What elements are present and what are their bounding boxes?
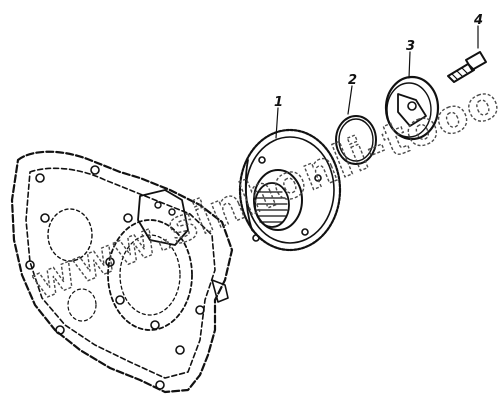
part-3-label: 3 — [406, 39, 415, 54]
part-2-o-ring — [335, 115, 377, 165]
leader-lines — [275, 25, 479, 139]
part-1-flange — [238, 128, 342, 252]
part-3-cover-plate — [384, 75, 440, 141]
spline-teeth — [256, 191, 288, 223]
part-4-label: 4 — [473, 13, 483, 28]
part-4-bolt — [447, 51, 487, 83]
housing-bolt-holes — [25, 165, 205, 390]
part-1-label: 1 — [274, 95, 283, 110]
transmission-housing — [10, 150, 234, 394]
part-labels: 1 2 3 4 — [274, 13, 483, 110]
part-2-label: 2 — [348, 73, 357, 88]
